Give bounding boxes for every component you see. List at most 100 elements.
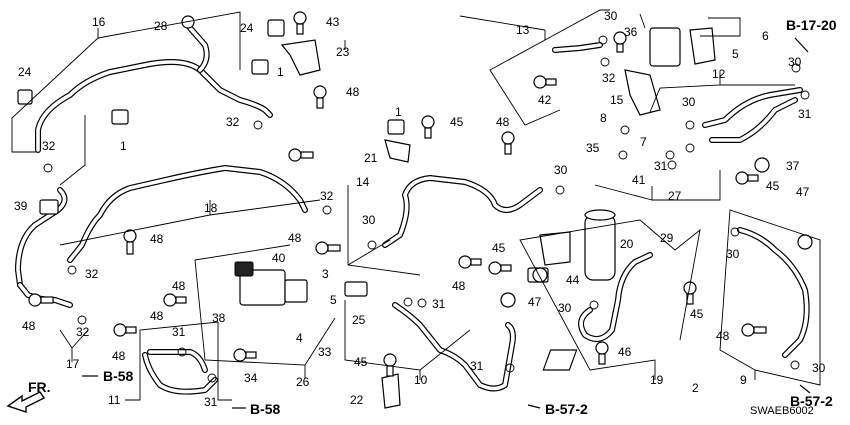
callout: 7 — [640, 135, 647, 149]
callout: 24 — [240, 21, 254, 35]
fr-label: FR. — [28, 379, 51, 395]
callout: 48 — [288, 231, 302, 245]
callout: 15 — [610, 93, 624, 107]
callout: 1 — [277, 65, 284, 79]
callout: 48 — [150, 232, 164, 246]
callout: 1 — [120, 139, 127, 153]
callout: 34 — [244, 371, 258, 385]
ref-code: B-58 — [250, 401, 281, 417]
callout: 31 — [204, 395, 218, 409]
callout: 26 — [296, 375, 310, 389]
callout: 42 — [538, 93, 552, 107]
callout: 47 — [796, 185, 810, 199]
callout: 40 — [272, 251, 286, 265]
callout: 45 — [766, 179, 780, 193]
pipe-16 — [35, 59, 273, 153]
callout: 45 — [690, 307, 704, 321]
callout: 20 — [620, 237, 634, 251]
callout: 6 — [762, 29, 769, 43]
callout: 30 — [682, 95, 696, 109]
callout: 24 — [18, 65, 32, 79]
callout: 38 — [212, 311, 226, 325]
callout: 32 — [76, 325, 90, 339]
callout: 48 — [22, 319, 36, 333]
callout: 35 — [586, 141, 600, 155]
callout: 37 — [786, 159, 800, 173]
leader-lines — [11, 9, 821, 401]
callout: 30 — [362, 213, 376, 227]
callout: 36 — [624, 25, 638, 39]
callout: 17 — [66, 357, 80, 371]
callout: 48 — [496, 115, 510, 129]
callout: 16 — [92, 15, 106, 29]
callout: 29 — [660, 231, 674, 245]
callout: 47 — [528, 295, 542, 309]
callout: 30 — [558, 301, 572, 315]
ref-code: B-17-20 — [786, 17, 837, 33]
callout: 3 — [322, 267, 329, 281]
callout: 30 — [726, 247, 740, 261]
callout-numbers: 16 28 24 43 23 1 48 32 24 1 32 39 18 48 … — [14, 9, 826, 409]
pipes-layer — [15, 25, 810, 395]
callout: 18 — [204, 201, 218, 215]
callout: 14 — [356, 175, 370, 189]
callout: 28 — [154, 19, 168, 33]
callout: 44 — [566, 273, 580, 287]
components-layer — [17, 19, 716, 409]
callout: 1 — [395, 105, 402, 119]
callout: 22 — [350, 393, 364, 407]
callout: 48 — [112, 349, 126, 363]
callout: 9 — [740, 373, 747, 387]
expansion-valve — [649, 27, 681, 67]
callout: 41 — [632, 173, 646, 187]
callout: 31 — [432, 297, 446, 311]
callout: 31 — [172, 325, 186, 339]
callout: 31 — [470, 359, 484, 373]
callout: 45 — [354, 355, 368, 369]
pipe-11 — [142, 352, 218, 395]
reference-codes: B-17-20 B-58 B-58 B-57-2 B-57-2 — [82, 17, 837, 417]
pipe-18 — [67, 165, 308, 263]
diagram-code: SWAEB6002 — [750, 405, 814, 417]
callout: 31 — [654, 159, 668, 173]
callout: 30 — [788, 55, 802, 69]
callout: 48 — [172, 279, 186, 293]
callout: 5 — [732, 47, 739, 61]
callout: 12 — [712, 67, 726, 81]
callout: 31 — [798, 107, 812, 121]
callout: 48 — [716, 329, 730, 343]
callout: 33 — [318, 345, 332, 359]
hardware-layer — [28, 11, 813, 383]
bolt-icon — [28, 11, 813, 377]
callout: 32 — [42, 139, 56, 153]
callout: 23 — [336, 45, 350, 59]
gasket-2 — [542, 349, 578, 371]
callout: 21 — [364, 151, 378, 165]
front-arrow-icon: FR. — [6, 379, 51, 413]
callout: 32 — [602, 71, 616, 85]
ref-code: B-57-2 — [545, 401, 588, 417]
callout: 45 — [450, 115, 464, 129]
callout: 8 — [600, 111, 607, 125]
callout: 48 — [150, 309, 164, 323]
callout: 32 — [85, 267, 99, 281]
callout: 2 — [692, 381, 699, 395]
callout: 30 — [604, 9, 618, 23]
callout: 30 — [812, 361, 826, 375]
ref-code: B-58 — [103, 368, 134, 384]
callout: 25 — [352, 313, 366, 327]
callout: 32 — [226, 115, 240, 129]
ref-code: B-57-2 — [790, 393, 833, 409]
callout: 46 — [618, 345, 632, 359]
callout: 10 — [414, 373, 428, 387]
callout: 32 — [320, 189, 334, 203]
o-ring-icon — [43, 35, 810, 383]
callout: 11 — [108, 393, 121, 407]
callout: 13 — [516, 23, 530, 37]
callout: 27 — [668, 189, 682, 203]
callout: 5 — [330, 293, 337, 307]
callout: 39 — [14, 199, 28, 213]
callout: 4 — [296, 331, 303, 345]
callout: 30 — [554, 163, 568, 177]
